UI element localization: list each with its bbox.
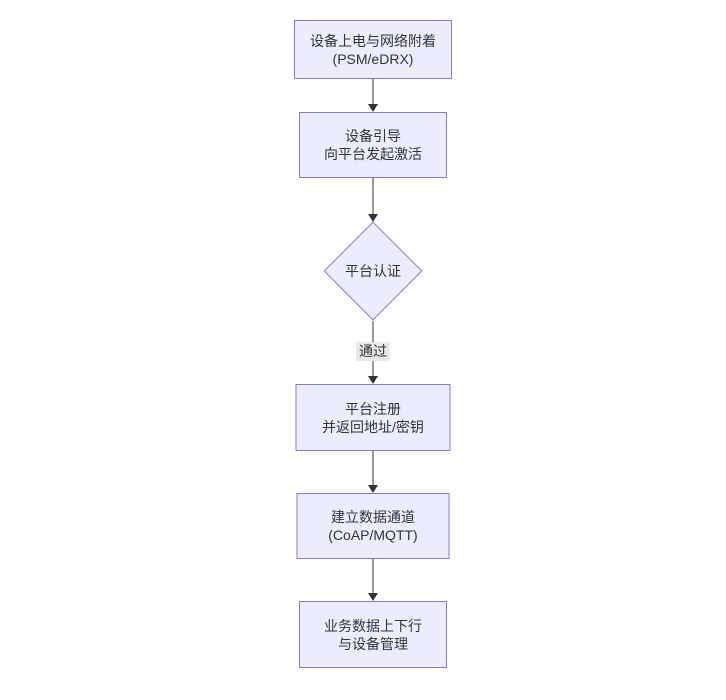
node-power-attach: 设备上电与网络附着 (PSM/eDRX) xyxy=(294,20,452,79)
node-power-attach-line2: (PSM/eDRX) xyxy=(332,50,414,67)
arrowhead-icon xyxy=(368,485,378,493)
node-business-data: 业务数据上下行 与设备管理 xyxy=(299,601,447,668)
edge-bootstrap-to-auth xyxy=(372,178,374,214)
node-business-data-line2: 与设备管理 xyxy=(338,635,408,652)
decision-platform-auth-label: 平台认证 xyxy=(345,263,401,279)
edge-register-to-channel xyxy=(372,451,374,485)
arrowhead-icon xyxy=(368,376,378,384)
arrowhead-icon xyxy=(368,593,378,601)
arrowhead-icon xyxy=(368,104,378,112)
node-data-channel: 建立数据通道 (CoAP/MQTT) xyxy=(296,493,450,559)
arrowhead-icon xyxy=(368,214,378,222)
node-register: 平台注册 并返回地址/密钥 xyxy=(295,384,451,451)
edge-channel-to-business xyxy=(372,559,374,593)
node-bootstrap: 设备引导 向平台发起激活 xyxy=(299,112,447,178)
edge-label-pass: 通过 xyxy=(356,342,390,361)
node-register-line1: 平台注册 xyxy=(345,400,401,417)
node-bootstrap-line1: 设备引导 xyxy=(345,128,401,144)
node-power-attach-line1: 设备上电与网络附着 xyxy=(310,32,436,49)
node-bootstrap-line2: 向平台发起激活 xyxy=(324,146,422,162)
node-business-data-line1: 业务数据上下行 xyxy=(324,617,422,634)
node-data-channel-line1: 建立数据通道 xyxy=(331,509,415,525)
node-data-channel-line2: (CoAP/MQTT) xyxy=(328,527,418,543)
node-register-line2: 并返回地址/密钥 xyxy=(322,418,424,435)
edge-power-to-bootstrap xyxy=(372,79,374,104)
